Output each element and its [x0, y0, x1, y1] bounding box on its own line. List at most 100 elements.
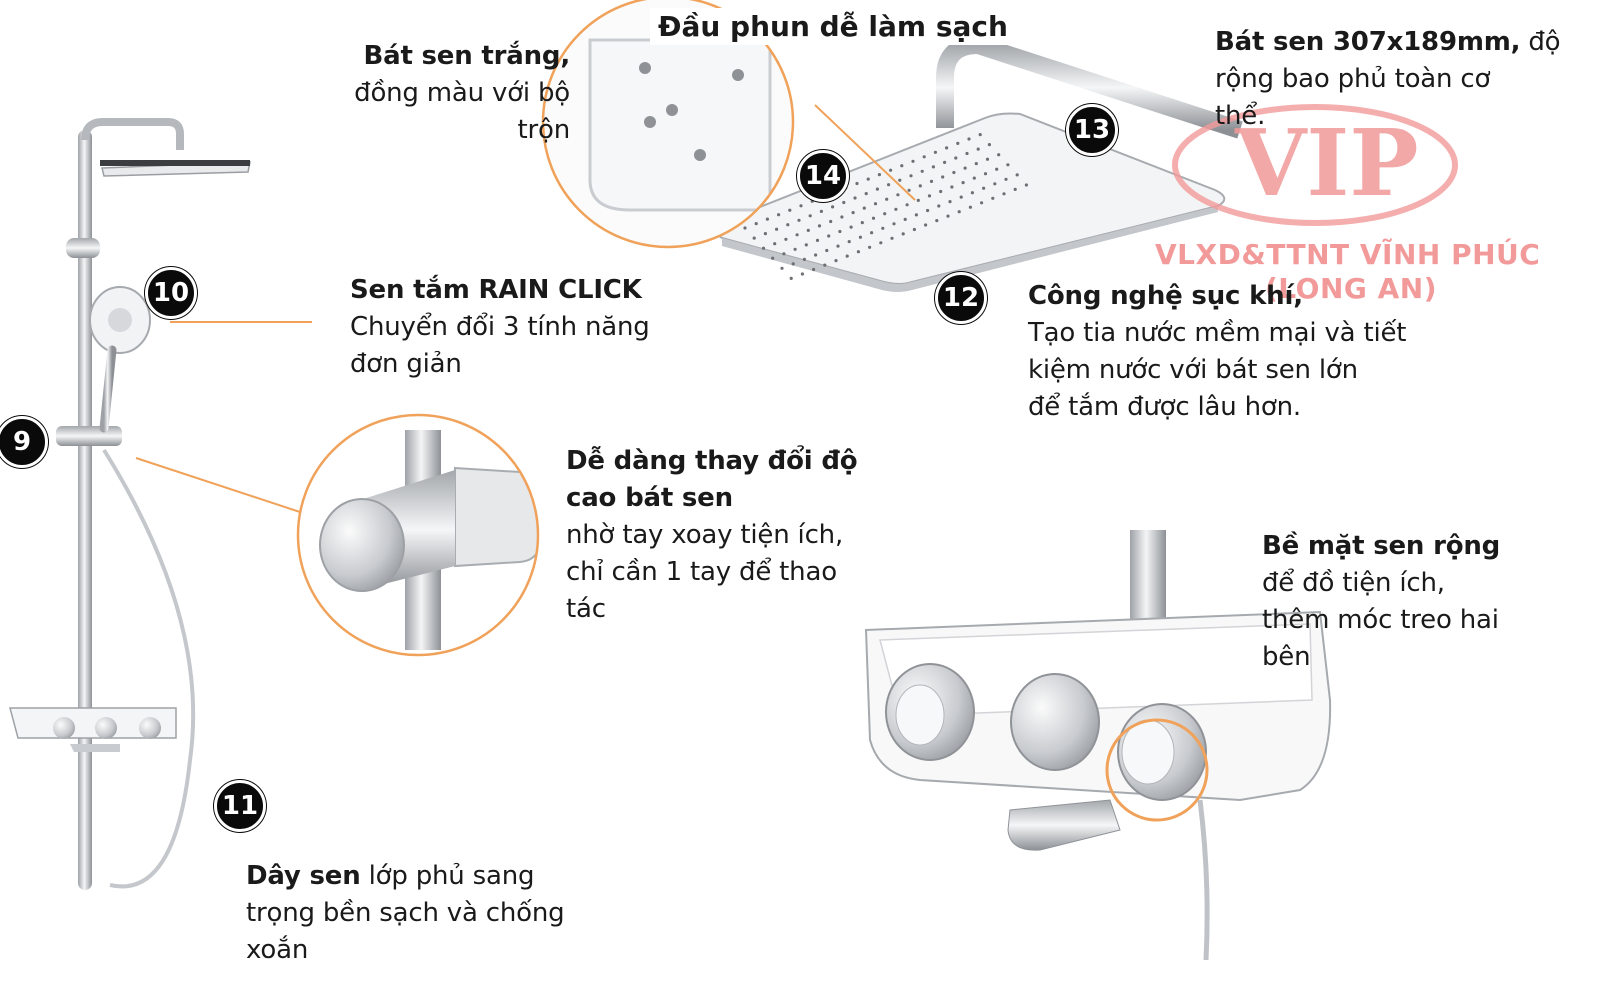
- nozzle-dot: [926, 208, 930, 213]
- callout-hose-title: Dây sen: [246, 861, 361, 891]
- nozzle-dot: [976, 147, 980, 151]
- nozzle-dot: [1006, 163, 1010, 167]
- nozzle-dot: [970, 191, 975, 195]
- nozzle-dot: [860, 221, 864, 225]
- nozzle-dot: [950, 185, 954, 189]
- nozzle-dot: [991, 196, 995, 200]
- nozzle-dot: [868, 245, 872, 249]
- nozzle-dot: [789, 276, 793, 280]
- nozzle-dot: [806, 228, 810, 232]
- nozzle-dot: [791, 262, 795, 266]
- nozzle-dot: [959, 195, 963, 199]
- nozzle-dot: [849, 225, 853, 229]
- badge-11: 11: [214, 780, 266, 832]
- nozzle-dot: [877, 173, 882, 177]
- nozzle-dot: [985, 157, 990, 161]
- nozzle-dot: [901, 232, 905, 236]
- callout-height-title2: cao bát sen: [566, 483, 733, 513]
- nozzle-dot: [871, 216, 876, 220]
- nozzle-dot: [894, 207, 898, 211]
- nozzle-dot: [795, 233, 799, 237]
- badge-9: 9: [0, 416, 48, 468]
- nozzle-dot: [967, 137, 971, 141]
- nozzle-dot: [983, 172, 988, 176]
- badge-10: 10: [145, 267, 197, 319]
- nozzle-dot: [855, 181, 859, 186]
- nozzle-dot: [900, 164, 904, 168]
- nozzle-dot: [827, 234, 831, 238]
- callout-white-head-line2: đồng màu với bộ: [354, 78, 570, 108]
- nozzle-dot: [842, 200, 846, 205]
- callout-aeration-line4: để tắm được lâu hơn.: [1028, 392, 1301, 422]
- nozzle-dot: [793, 247, 797, 251]
- nozzle-dot: [754, 222, 758, 226]
- callout-surface-line2: để đồ tiện ích,: [1262, 568, 1445, 598]
- nozzle-dot: [914, 213, 919, 217]
- nozzle-dot: [912, 227, 917, 232]
- nozzle-dot: [858, 235, 863, 239]
- nozzle-dot: [905, 203, 909, 207]
- callout-size-title: Bát sen 307x189mm,: [1215, 27, 1521, 57]
- nozzle-dot: [997, 153, 1001, 157]
- callout-white-head-title: Bát sen trắng,: [363, 41, 570, 71]
- nozzle-dot: [784, 237, 788, 241]
- nozzle-dot: [834, 259, 838, 263]
- nozzle-dot: [873, 202, 878, 206]
- badge-13: 13: [1066, 104, 1118, 156]
- nozzle-dot: [965, 151, 969, 156]
- nozzle-dot: [945, 146, 949, 150]
- nozzle-caption: Đầu phun dễ làm sạch: [650, 8, 1016, 45]
- nozzle-dot: [941, 175, 945, 179]
- nozzle-dot: [961, 181, 965, 185]
- nozzle-dot: [929, 179, 934, 183]
- callout-height-line4: chỉ cần 1 tay để thao: [566, 557, 837, 587]
- nozzle-dot: [987, 143, 992, 147]
- callout-height-line3: nhờ tay xoay tiện ích,: [566, 520, 844, 550]
- mixer-shelf-illustration: [864, 530, 1332, 961]
- nozzle-dot: [898, 178, 902, 182]
- nozzle-dot: [823, 263, 827, 267]
- nozzle-dot: [752, 236, 756, 240]
- nozzle-dot: [982, 186, 986, 190]
- nozzle-dot: [875, 187, 880, 191]
- nozzle-dot: [786, 223, 790, 227]
- nozzle-dot: [804, 243, 808, 247]
- nozzle-dot: [840, 215, 844, 219]
- nozzle-dot: [995, 167, 999, 171]
- nozzle-dot: [761, 246, 766, 250]
- nozzle-dot: [810, 199, 814, 203]
- nozzle-dot: [993, 182, 997, 186]
- nozzle-dot: [963, 166, 967, 170]
- nozzle-dot: [948, 200, 952, 204]
- nozzle-dot: [780, 266, 784, 270]
- nozzle-dot: [817, 224, 822, 228]
- nozzle-dot: [814, 253, 818, 257]
- callout-height: Dễ dàng thay đổi độ cao bát sen nhờ tay …: [566, 443, 896, 628]
- nozzle-dot: [1013, 187, 1017, 191]
- callout-rain-click-line3: đơn giản: [350, 349, 462, 379]
- shower-column-illustration: [9, 118, 251, 890]
- nozzle-dot: [773, 242, 777, 246]
- callout-surface-line4: bên: [1262, 642, 1311, 672]
- nozzle-dot: [956, 141, 960, 145]
- nozzle-dot: [909, 174, 913, 178]
- nozzle-dot: [892, 222, 896, 226]
- nozzle-dot: [946, 214, 950, 218]
- nozzle-dot: [887, 183, 891, 187]
- nozzle-dot: [815, 238, 820, 242]
- nozzle-dot: [856, 250, 861, 254]
- nozzle-dot: [885, 197, 889, 201]
- nozzle-dot: [847, 240, 851, 244]
- badge-12: 12: [935, 272, 987, 324]
- nozzle-dot: [775, 227, 779, 231]
- callout-rain-click-line2: Chuyển đổi 3 tính năng: [350, 312, 650, 342]
- nozzle-dot: [831, 205, 835, 209]
- badge-14: 14: [797, 150, 849, 202]
- nozzle-dot: [743, 226, 747, 230]
- callout-size-line2: rộng bao phủ toàn cơ: [1215, 64, 1491, 94]
- nozzle-dot: [896, 193, 900, 197]
- nozzle-dot: [957, 210, 961, 214]
- nozzle-dot: [937, 204, 941, 208]
- nozzle-dot: [952, 170, 956, 175]
